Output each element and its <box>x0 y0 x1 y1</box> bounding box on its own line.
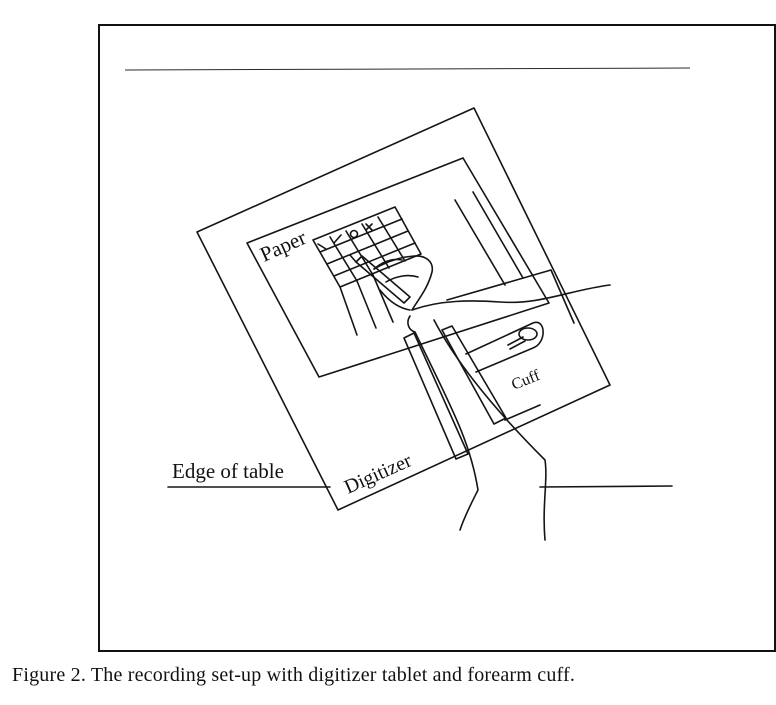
label-paper: Paper <box>256 225 309 266</box>
digitizer-tablet <box>196 107 611 511</box>
figure-caption: Figure 2. The recording set-up with digi… <box>12 664 576 686</box>
forearm-cuff <box>446 269 575 421</box>
paper-sheet <box>246 157 550 378</box>
label-edge-of-table: Edge of table <box>172 459 284 483</box>
top-rule <box>124 67 691 71</box>
writing-hand-and-arm <box>349 254 547 541</box>
writing-grid <box>312 191 524 336</box>
figure-frame <box>98 24 776 652</box>
table-edge-line <box>167 485 673 488</box>
label-cuff: Cuff <box>509 367 543 394</box>
pen-cable <box>411 284 611 311</box>
